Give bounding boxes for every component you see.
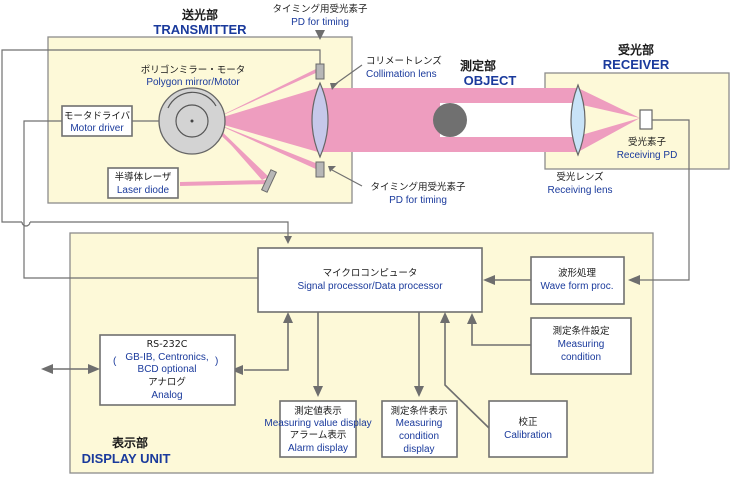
beam-fan (210, 88, 318, 152)
laser-diode-jp: 半導体レーザ (115, 171, 172, 183)
condition-display-en2: condition (399, 431, 439, 442)
pd-timing-top-jp: タイミング用受光素子 (272, 3, 368, 15)
processor-box (257, 247, 483, 313)
receiving-pd (639, 109, 653, 130)
receiver-title-en: RECEIVER (603, 57, 670, 72)
transmitter-title-jp: 送光部 (181, 7, 218, 22)
connection-wires (1, 49, 690, 429)
interface-paren-open: ( (113, 356, 117, 367)
display-title-en: DISPLAY UNIT (82, 451, 171, 466)
motor-driver-jp: モータドライバ (64, 111, 131, 122)
laser-diode-en: Laser diode (117, 185, 170, 196)
beam-timing-bottom (210, 121, 318, 170)
beam-timing-top (210, 68, 318, 121)
value-display-jp1: 測定値表示 (294, 405, 342, 417)
interface-line2: GB-IB, Centronics, (125, 352, 208, 363)
object-title-jp: 測定部 (460, 58, 496, 73)
measuring-condition-jp: 測定条件設定 (552, 325, 610, 337)
condition-display-en1: Measuring (396, 418, 443, 429)
laser-beam (180, 68, 640, 186)
condition-display-jp: 測定条件表示 (390, 405, 447, 417)
transmitter-title-en: TRANSMITTER (153, 22, 247, 37)
calibration-box (488, 400, 568, 458)
display-title-jp: 表示部 (111, 435, 148, 450)
interface-jp: アナログ (148, 376, 186, 388)
waveform-box (530, 256, 625, 305)
measuring-condition-en1: Measuring (558, 339, 605, 350)
processor-en: Signal processor/Data processor (297, 281, 443, 292)
pd-timing-top-en: PD for timing (291, 17, 349, 28)
beam-converge-top (578, 88, 640, 118)
value-display-jp2: アラーム表示 (290, 429, 347, 441)
polygon-mirror (158, 87, 226, 155)
receiving-lens-jp: 受光レンズ (556, 171, 604, 183)
calibration-en: Calibration (504, 430, 552, 441)
interface-paren-close: ) (215, 356, 218, 367)
beam-to-mirror (210, 121, 266, 180)
value-display-en1: Measuring value display (264, 418, 371, 429)
pd-timing-bottom-en: PD for timing (389, 195, 447, 206)
collimation-lens-jp: コリメートレンズ (366, 55, 442, 67)
laser-diode-box (107, 167, 179, 199)
collimation-lens-en: Collimation lens (366, 69, 437, 80)
condition-display-box (381, 400, 458, 458)
condition-display-en3: display (403, 444, 434, 455)
receiver-title-jp: 受光部 (618, 42, 654, 57)
value-display-en2: Alarm display (288, 443, 348, 454)
waveform-en: Wave form proc. (541, 281, 614, 292)
receiving-lens-en: Receiving lens (547, 185, 612, 196)
interface-en: Analog (151, 390, 182, 401)
processor-jp: マイクロコンピュータ (323, 268, 418, 279)
object-title-en: OBJECT (464, 73, 517, 88)
object-circle (433, 103, 467, 137)
receiving-pd-en: Receiving PD (617, 150, 678, 161)
motor-driver-en: Motor driver (70, 123, 124, 134)
interface-line3: BCD optional (138, 364, 197, 375)
pd-timing-bottom-jp: タイミング用受光素子 (370, 181, 466, 193)
calibration-jp: 校正 (518, 416, 538, 428)
interface-line1: RS-232C (147, 339, 188, 350)
polygon-mirror-jp: ポリゴンミラー・モータ (141, 64, 246, 76)
timing-pd-bottom (315, 161, 325, 178)
arrowheads (41, 30, 640, 397)
receiving-pd-jp: 受光素子 (628, 136, 667, 148)
measuring-condition-box (530, 317, 632, 375)
receiving-lens (570, 83, 586, 157)
fold-mirror (260, 169, 278, 193)
value-display-box (279, 400, 357, 458)
collimation-lens (311, 81, 329, 159)
polygon-mirror-en: Polygon mirror/Motor (146, 77, 240, 88)
waveform-jp: 波形処理 (558, 267, 597, 279)
measuring-condition-en2: condition (561, 352, 601, 363)
timing-pd-top (315, 63, 325, 80)
beam-converge-bottom (578, 118, 640, 152)
motor-driver-box (61, 105, 133, 137)
beam-laser-to-mirror (180, 180, 268, 186)
interface-box (99, 334, 236, 406)
